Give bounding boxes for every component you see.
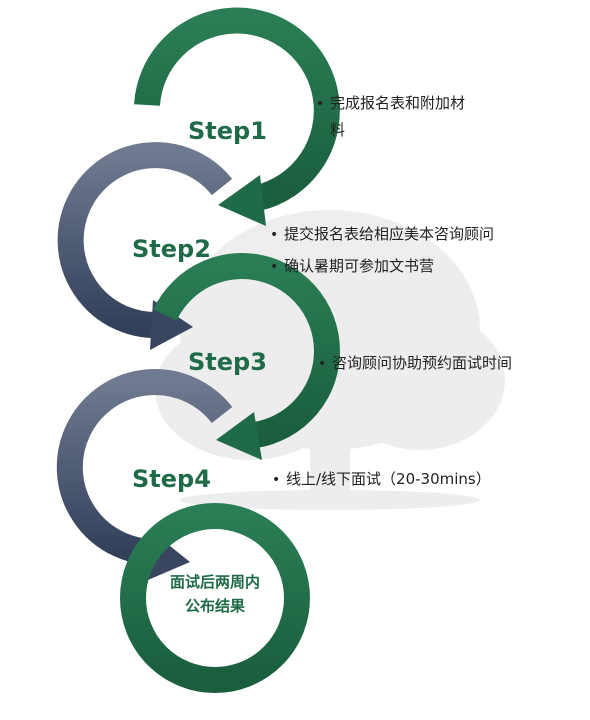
step1-notes: •完成报名表和附加材 料: [316, 90, 465, 143]
final-line-2: 公布结果: [184, 597, 245, 615]
step3-ring: [153, 253, 340, 460]
step1-label: Step1: [188, 117, 267, 145]
final-line-1: 面试后两周内: [169, 573, 260, 591]
step1-ring: [134, 7, 340, 226]
step3-notes: •咨询顾问协助预约面试时间: [318, 350, 512, 377]
bullet-icon: •: [270, 227, 279, 243]
bullet-icon: •: [318, 356, 327, 372]
bullet-icon: •: [272, 472, 281, 488]
final-result-label: 面试后两周内 公布结果: [150, 570, 280, 618]
final-ring: [120, 503, 310, 693]
step1-note-2: 料: [330, 121, 346, 139]
step3-label: Step3: [188, 348, 267, 376]
step2-note-1: •提交报名表给相应美本咨询顾问: [270, 221, 494, 248]
step1-arrowhead: [218, 175, 266, 226]
step4-notes: •线上/线下面试（20-30mins）: [272, 466, 491, 493]
step4-note-1: •线上/线下面试（20-30mins）: [272, 466, 491, 493]
step2-notes: •提交报名表给相应美本咨询顾问 •确认暑期可参加文书营: [270, 221, 494, 280]
step1-note-1: •完成报名表和附加材: [316, 90, 465, 117]
bullet-icon: •: [316, 96, 325, 112]
step2-label: Step2: [132, 235, 211, 263]
step3-arrowhead: [216, 412, 262, 460]
step4-label: Step4: [132, 465, 211, 493]
step2-note-2: •确认暑期可参加文书营: [270, 253, 494, 280]
step3-note-1: •咨询顾问协助预约面试时间: [318, 350, 512, 377]
bullet-icon: •: [270, 259, 279, 275]
